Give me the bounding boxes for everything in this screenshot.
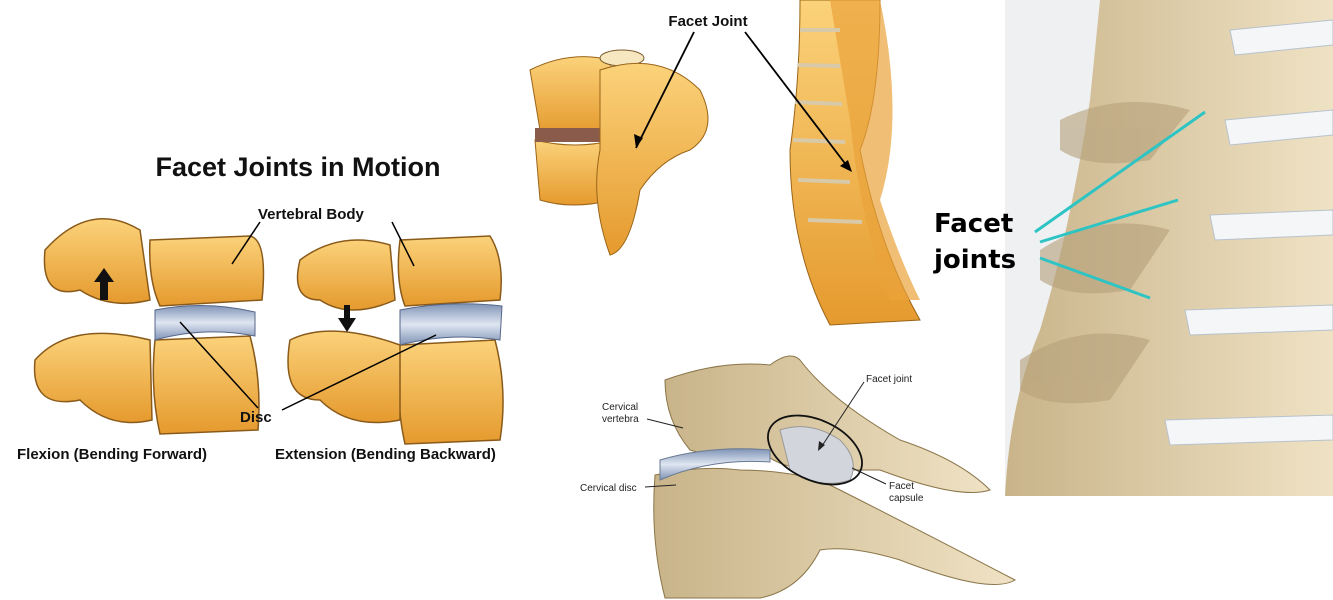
flexion-vertebrae-illustration (33, 218, 265, 435)
facet-capsule-ellipse (767, 414, 863, 486)
label-facet-joint-small: Facet joint (866, 374, 912, 385)
label-facet-joint: Facet Joint (668, 13, 747, 30)
caption-flexion: Flexion (Bending Forward) (17, 446, 207, 463)
cervical-vertebra-panel: Cervical vertebra Cervical disc Facet jo… (580, 355, 1017, 599)
motion-title: Facet Joints in Motion (155, 152, 440, 182)
label-vertebral-body: Vertebral Body (258, 206, 365, 223)
cervical-spine-illustration (1005, 0, 1333, 496)
arrowhead-icon (634, 134, 643, 148)
arrowhead-icon (818, 441, 825, 451)
label-disc: Disc (240, 409, 272, 426)
label-facet-joints-line2: joints (933, 245, 1016, 275)
down-arrow-icon (338, 305, 356, 332)
lumbar-spine-illustration (789, 0, 921, 326)
cervical-spine-panel: Facet joints (933, 0, 1333, 496)
extension-vertebrae-illustration (287, 235, 504, 445)
motion-panel: Facet Joints in Motion Vertebral Body Di… (17, 152, 504, 463)
label-facet-joints-line1: Facet (934, 209, 1013, 239)
label-cervical-disc: Cervical disc (580, 483, 637, 494)
label-cervical-vertebra-line2: vertebra (602, 414, 639, 425)
lumbar-vertebra-illustration (529, 49, 709, 256)
lumbar-panel: Facet Joint (529, 0, 921, 326)
arrowhead-icon (840, 160, 852, 172)
up-arrow-icon (94, 268, 114, 300)
cyan-pointer-lines (1034, 110, 1206, 300)
label-facet-capsule-line2: capsule (889, 493, 924, 504)
caption-extension: Extension (Bending Backward) (275, 446, 496, 463)
label-cervical-vertebra-line1: Cervical (602, 402, 638, 413)
cervical-vertebra-illustration (653, 355, 1017, 599)
label-facet-capsule-line1: Facet (889, 481, 914, 492)
